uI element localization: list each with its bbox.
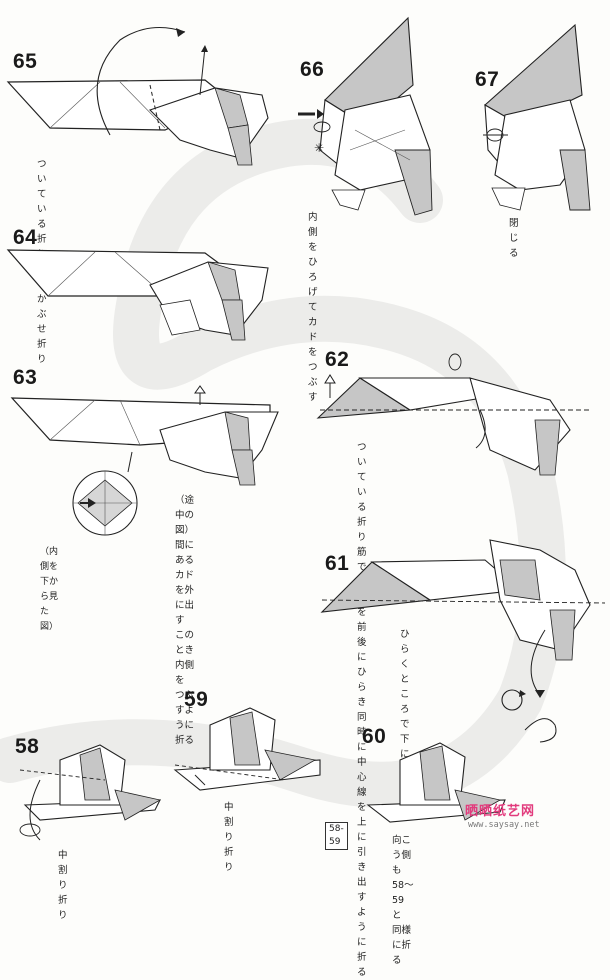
step-caption: 向こう側も 58〜59 と 同様に折る	[392, 833, 414, 968]
watermark-url: www.saysay.net	[468, 820, 540, 830]
watermark-title: 晒晒纸艺网	[465, 800, 535, 819]
step-60-figure	[0, 0, 610, 890]
step-reference: 58-59	[325, 822, 348, 850]
